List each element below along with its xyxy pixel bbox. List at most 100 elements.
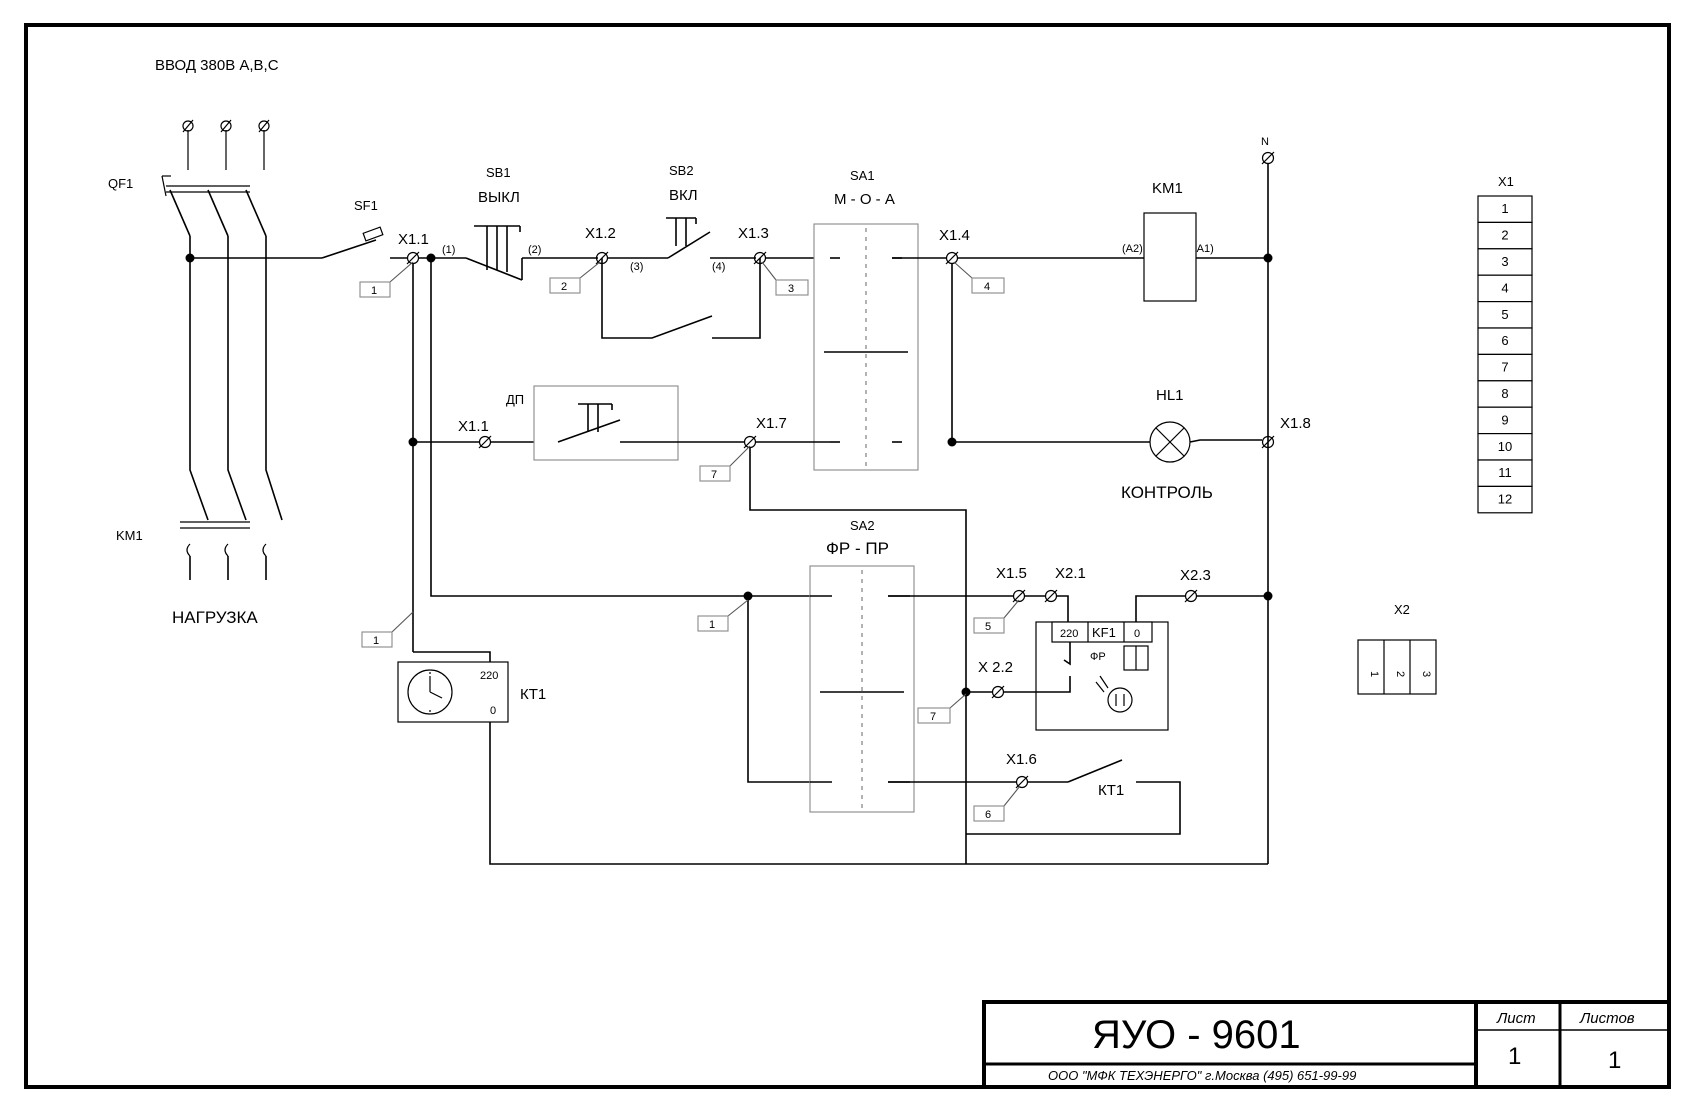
x1-row-cell — [1477, 221, 1533, 250]
x1-row-number: 1 — [1501, 201, 1508, 216]
wire-kf1-to-x2-2 — [1004, 676, 1071, 693]
hl1-lamp-symbol — [1149, 421, 1191, 463]
phase-lines — [189, 236, 283, 521]
wire-tag-1c — [697, 615, 729, 632]
sb2-ref: SB2 — [669, 163, 694, 178]
x1-row-number: 8 — [1501, 386, 1508, 401]
km1-coil-symbol — [1143, 212, 1197, 302]
wire-tag-1c-text: 1 — [709, 619, 715, 631]
x1-row-number: 10 — [1498, 439, 1512, 454]
x1-row-cell — [1477, 274, 1533, 303]
terminal-x1-7-label: X1.7 — [756, 415, 787, 432]
wire-tag-7b — [917, 707, 951, 724]
kt1-label: КТ1 — [520, 686, 546, 703]
x1-row-number: 4 — [1501, 280, 1508, 295]
kf1-label: KF1 — [1092, 625, 1116, 640]
terminal-x2-1-label: X2.1 — [1055, 565, 1086, 582]
wire-x1-7-down — [749, 447, 967, 864]
kt1-pin-0: 0 — [490, 705, 496, 717]
km1-main-contacts — [180, 521, 267, 580]
dp-switch-symbol — [533, 385, 744, 461]
wire-tag-3 — [775, 279, 809, 296]
x1-row-cell — [1477, 195, 1533, 223]
x1-row-number: 5 — [1501, 307, 1508, 322]
kt1-pin-220: 220 — [480, 670, 498, 682]
kf1-internal-contact — [1063, 642, 1071, 666]
sa1-ref: SA1 — [850, 168, 875, 183]
terminal-block-x2-title: X2 — [1394, 602, 1410, 617]
sheet-value: 1 — [1508, 1043, 1521, 1070]
terminal-x1-6-symbol — [1015, 775, 1029, 789]
sb2-name: ВКЛ — [669, 187, 698, 204]
wire-tag-2 — [549, 277, 581, 294]
terminal-block-x1-title: X1 — [1498, 174, 1514, 189]
designation: ЯУО - 9601 — [1092, 1013, 1301, 1057]
wire-x2-1-to-kf1 — [1056, 595, 1069, 622]
terminal-x2-3-symbol — [1184, 589, 1198, 603]
x1-row-number: 3 — [1501, 254, 1508, 269]
wire-sa2-lower-left — [747, 596, 810, 783]
x1-row-number: 11 — [1498, 465, 1512, 480]
contact-mark-a1: (A1) — [1193, 243, 1214, 255]
km1-hold-contact — [601, 258, 761, 339]
x2-cell-3: 3 — [1420, 671, 1432, 677]
sb1-ref: SB1 — [486, 165, 511, 180]
wire-kf1-to-x2-3 — [1135, 595, 1186, 622]
wire-tag-5 — [973, 617, 1005, 634]
kt1-contact-label: КТ1 — [1098, 782, 1124, 799]
junction-n-1 — [1263, 253, 1273, 263]
terminal-x1-1-label: X1.1 — [398, 231, 429, 248]
x1-row-cell — [1477, 380, 1533, 408]
kf1-cell-0: 0 — [1134, 628, 1140, 640]
phase-input-terminals — [182, 119, 270, 170]
sa2-modes: ФР - ПР — [826, 539, 889, 558]
drawing-frame — [24, 23, 1671, 1089]
km1-coil-label: KM1 — [1152, 180, 1183, 197]
wire-tag-6 — [973, 805, 1005, 822]
x1-row-cell — [1477, 459, 1533, 487]
wire-tag-1 — [359, 281, 391, 298]
neutral-label: N — [1261, 136, 1269, 148]
sb1-name: ВЫКЛ — [478, 189, 520, 206]
dp-label: ДП — [506, 392, 524, 407]
wire-tag-7a-text: 7 — [711, 469, 717, 481]
control-label: КОНТРОЛЬ — [1121, 483, 1213, 502]
junction-x2-2 — [961, 687, 971, 697]
wire-tag-7a — [699, 465, 731, 482]
sheets-value: 1 — [1608, 1047, 1621, 1074]
hl1-label: HL1 — [1156, 387, 1184, 404]
wire-tag-6-text: 6 — [985, 809, 991, 821]
terminal-x2-3-label: X2.3 — [1180, 567, 1211, 584]
sheets-label: Листов — [1579, 1010, 1635, 1027]
terminal-block-x2: 1 2 3 — [1357, 639, 1437, 695]
wire-tag-1b-text: 1 — [373, 635, 379, 647]
terminal-x2-1-symbol — [1044, 589, 1058, 603]
wire-kt1-to-n — [489, 722, 1268, 865]
x1-row-cell — [1477, 485, 1533, 514]
x1-row-number: 9 — [1501, 412, 1508, 427]
load-label: НАГРУЗКА — [172, 608, 258, 627]
kt1-timer-symbol — [397, 661, 509, 723]
contact-mark-3: (3) — [630, 261, 643, 273]
x1-row-number: 2 — [1501, 228, 1508, 243]
wire-tag-1-text: 1 — [371, 285, 377, 297]
wire-tag-4-text: 4 — [984, 281, 990, 293]
x1-row-number: 6 — [1501, 333, 1508, 348]
sheet-label: Лист — [1496, 1010, 1536, 1027]
terminal-x1-6-label: X1.6 — [1006, 751, 1037, 768]
contact-mark-1: (1) — [442, 244, 455, 256]
sa1-modes: М - О - А — [834, 191, 895, 208]
contact-mark-4: (4) — [712, 261, 725, 273]
km1-main-label: KM1 — [116, 528, 143, 543]
terminal-x1-1-mid-label: X1.1 — [458, 418, 489, 435]
terminal-x1-3-label: X1.3 — [738, 225, 769, 242]
wire-x1-1-to-sa2 — [430, 258, 810, 597]
terminal-x2-2-label: X 2.2 — [978, 659, 1013, 676]
sa1-selector-symbol — [813, 223, 919, 471]
company-name: ООО "МФК ТЕХЭНЕРГО" г.Москва (495) 651-9… — [1048, 1068, 1356, 1083]
sf1-label: SF1 — [354, 198, 378, 213]
terminal-x2-2-symbol — [991, 685, 1005, 699]
x1-row-number: 12 — [1498, 492, 1512, 507]
